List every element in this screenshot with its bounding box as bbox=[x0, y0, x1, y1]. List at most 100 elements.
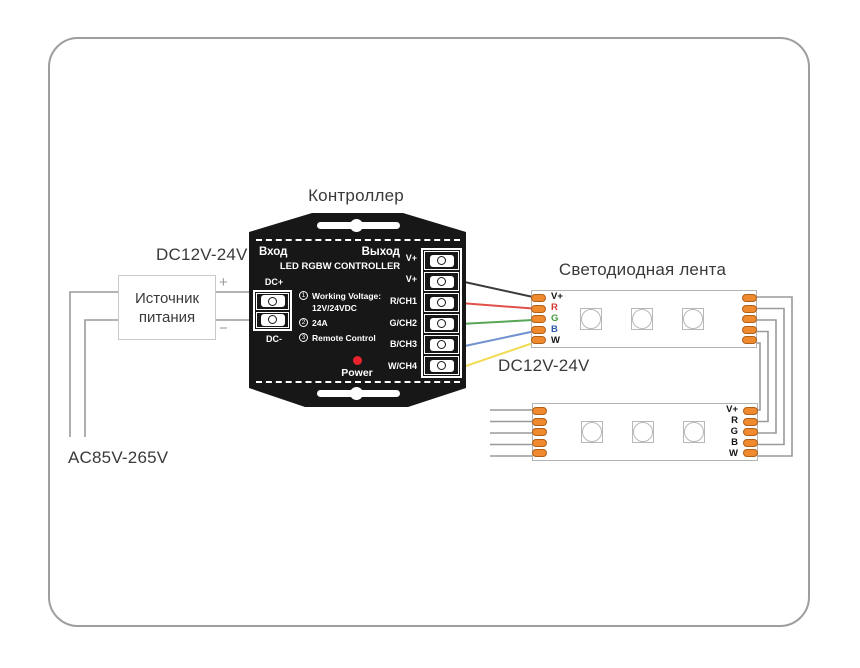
solder-pad bbox=[742, 336, 757, 344]
screw-hole-icon bbox=[268, 315, 277, 325]
output-terminal bbox=[424, 293, 459, 312]
dc-minus-terminal bbox=[256, 311, 289, 328]
screw-hole-icon bbox=[437, 256, 446, 265]
controller-specs: 1 Working Voltage: 12V/24VDC 2 24A 3 Rem… bbox=[299, 291, 419, 348]
power-label: Power bbox=[341, 367, 373, 379]
pad-label-b: B bbox=[551, 324, 558, 335]
led-chip-icon bbox=[631, 308, 653, 330]
spec-text: 24A bbox=[312, 318, 328, 328]
solder-pad bbox=[532, 428, 547, 436]
spec-item: 2 24A bbox=[299, 318, 419, 328]
terminal-label-gch2: G/CH2 bbox=[389, 318, 417, 328]
solder-pad bbox=[742, 325, 757, 334]
solder-pad bbox=[531, 315, 546, 323]
screw-hole-icon bbox=[437, 298, 446, 307]
solder-pad bbox=[742, 315, 757, 323]
pad-label-w: W bbox=[729, 448, 738, 459]
bottom-dashed-line bbox=[256, 381, 460, 383]
led-chip-icon bbox=[683, 421, 705, 443]
controller-input-voltage-label: DC12V-24V bbox=[156, 245, 248, 264]
pad-label-g: G bbox=[730, 426, 738, 437]
bottom-mount-screw bbox=[350, 387, 363, 400]
solder-pad bbox=[532, 449, 547, 457]
white-channel-wire bbox=[459, 342, 534, 369]
screw-hole-icon bbox=[437, 319, 446, 328]
pad-label-vplus: V+ bbox=[726, 404, 738, 415]
gray-wires bbox=[69, 291, 793, 457]
screw-hole-icon bbox=[437, 340, 446, 349]
controller-model: LED RGBW CONTROLLER bbox=[279, 261, 401, 272]
led-strip-1: V+ R G B W bbox=[531, 290, 757, 348]
output-terminal-strip bbox=[421, 248, 462, 378]
ac-neutral-wire bbox=[84, 319, 118, 437]
ac-line-wire bbox=[69, 291, 118, 437]
top-dashed-line bbox=[256, 239, 460, 241]
terminal-label-wch4: W/CH4 bbox=[388, 361, 417, 371]
led-strip-title: Светодиодная лента bbox=[558, 260, 727, 279]
strip2-right-pads bbox=[742, 404, 758, 460]
output-terminal bbox=[424, 314, 459, 333]
solder-pad bbox=[742, 294, 757, 302]
solder-pad bbox=[531, 304, 546, 313]
power-led-indicator bbox=[353, 356, 362, 365]
strip1-left-pads bbox=[531, 291, 547, 347]
red-channel-wire bbox=[459, 302, 534, 310]
power-supply-name-line1: Источник bbox=[134, 289, 200, 307]
led-strip-2: V+ R G B W bbox=[532, 403, 758, 461]
input-label: Вход bbox=[259, 246, 288, 258]
dc-plus-terminal bbox=[256, 293, 289, 310]
output-terminal bbox=[424, 356, 459, 375]
dc-input-terminal-block bbox=[253, 290, 292, 331]
green-channel-wire bbox=[459, 319, 534, 325]
solder-pad bbox=[743, 417, 758, 426]
solder-pad bbox=[531, 325, 546, 334]
spec-number-badge: 1 bbox=[299, 291, 308, 300]
pad-label-w: W bbox=[551, 335, 560, 346]
strip-link-wire-2 bbox=[755, 307, 785, 446]
strip2-pad-labels: V+ R G B W bbox=[726, 404, 738, 460]
screw-hole-icon bbox=[268, 296, 277, 306]
screw-hole-icon bbox=[437, 361, 446, 370]
led-chip-icon bbox=[581, 421, 603, 443]
pad-label-g: G bbox=[551, 313, 559, 324]
pad-label-b: B bbox=[731, 437, 738, 448]
power-supply-name-line2: питания bbox=[138, 308, 196, 326]
strip-link-wire-1 bbox=[755, 296, 793, 457]
solder-pad bbox=[531, 336, 546, 344]
spec-text: Remote Control bbox=[312, 333, 376, 343]
solder-pad bbox=[743, 407, 758, 415]
solder-pad bbox=[743, 438, 758, 447]
led-chip-icon bbox=[682, 308, 704, 330]
terminal-label-rch1: R/CH1 bbox=[389, 296, 417, 306]
plus-sign: + bbox=[219, 274, 228, 291]
spec-text-line2: 12V/24VDC bbox=[312, 303, 357, 313]
strip2-left-pads bbox=[532, 404, 548, 460]
led-chip-icon bbox=[632, 421, 654, 443]
spec-item: 3 Remote Control bbox=[299, 333, 419, 343]
spec-item: 1 Working Voltage: bbox=[299, 291, 419, 301]
spec-text: Working Voltage: bbox=[312, 291, 382, 301]
solder-pad bbox=[743, 428, 758, 436]
output-label: Выход bbox=[361, 246, 400, 258]
strip2-leds bbox=[581, 404, 705, 460]
controller-title: Контроллер bbox=[308, 186, 404, 205]
pad-label-vplus: V+ bbox=[551, 291, 563, 302]
dc-plus-label: DC+ bbox=[264, 277, 284, 287]
terminal-label-vplus-2: V+ bbox=[405, 274, 417, 284]
top-mount-screw bbox=[350, 219, 363, 232]
solder-pad bbox=[532, 407, 547, 415]
output-terminal bbox=[424, 272, 459, 291]
controller-body: Вход Выход LED RGBW CONTROLLER DC+ DC- 1… bbox=[249, 213, 466, 407]
strip-voltage-label: DC12V-24V bbox=[498, 356, 590, 375]
blue-channel-wire bbox=[459, 330, 534, 348]
solder-pad bbox=[532, 417, 547, 426]
channel-wires bbox=[459, 280, 534, 369]
terminal-label-vplus-1: V+ bbox=[405, 253, 417, 263]
solder-pad bbox=[531, 294, 546, 302]
minus-sign: − bbox=[219, 320, 228, 337]
dc-minus-label: DC- bbox=[266, 334, 282, 344]
vplus-wire bbox=[459, 280, 534, 298]
spec-number-badge: 3 bbox=[299, 333, 308, 342]
